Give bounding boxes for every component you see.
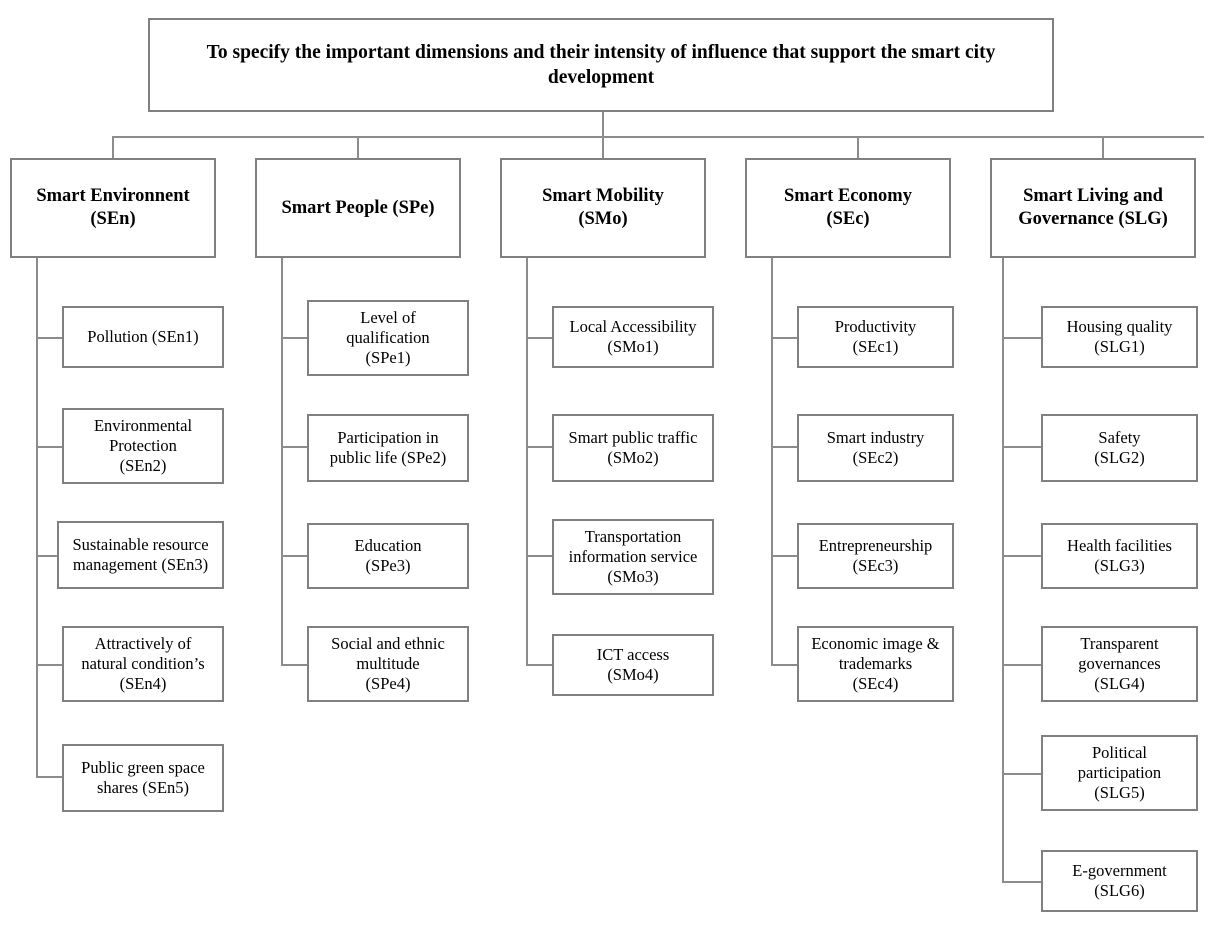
leaf-box-sec1: Productivity (SEc1) xyxy=(797,306,954,368)
leaf-box-smo2: Smart public traffic (SMo2) xyxy=(552,414,714,482)
stub-smo1 xyxy=(526,337,554,339)
leaf-label-sec2: Smart industry (SEc2) xyxy=(826,427,925,467)
stub-slg2 xyxy=(1002,446,1043,448)
leaf-box-smo4: ICT access (SMo4) xyxy=(552,634,714,696)
leaf-box-sen1: Pollution (SEn1) xyxy=(62,306,224,368)
leaf-box-sen3: Sustainable resource management (SEn3) xyxy=(57,521,224,589)
category-box-slg: Smart Living and Governance (SLG) xyxy=(990,158,1196,258)
stub-sen3 xyxy=(36,555,64,557)
connector-distribution-bus xyxy=(112,136,1204,138)
leaf-label-sen5: Public green space shares (SEn5) xyxy=(81,757,205,797)
leaf-box-smo1: Local Accessibility (SMo1) xyxy=(552,306,714,368)
leaf-box-sec3: Entrepreneurship (SEc3) xyxy=(797,523,954,589)
leaf-box-sec2: Smart industry (SEc2) xyxy=(797,414,954,482)
leaf-label-sen2: Environmental Protection (SEn2) xyxy=(93,415,193,476)
spine-sec xyxy=(771,258,773,666)
stub-spe1 xyxy=(281,337,309,339)
connector-drop-smo xyxy=(602,136,604,158)
stub-slg6 xyxy=(1002,881,1043,883)
leaf-box-slg4: Transparent governances (SLG4) xyxy=(1041,626,1198,702)
leaf-label-sec3: Entrepreneurship (SEc3) xyxy=(818,535,933,575)
stub-smo4 xyxy=(526,664,554,666)
leaf-label-spe2: Participation in public life (SPe2) xyxy=(329,427,447,467)
leaf-box-sen5: Public green space shares (SEn5) xyxy=(62,744,224,812)
stub-sen1 xyxy=(36,337,64,339)
leaf-label-smo1: Local Accessibility (SMo1) xyxy=(569,316,697,356)
category-box-sen: Smart Environnent (SEn) xyxy=(10,158,216,258)
stub-sen4 xyxy=(36,664,64,666)
leaf-label-slg4: Transparent governances (SLG4) xyxy=(1078,633,1161,694)
leaf-label-sen1: Pollution (SEn1) xyxy=(87,326,199,346)
leaf-label-spe1: Level of qualification (SPe1) xyxy=(346,307,430,368)
leaf-box-slg3: Health facilities (SLG3) xyxy=(1041,523,1198,589)
leaf-box-spe2: Participation in public life (SPe2) xyxy=(307,414,469,482)
leaf-label-smo3: Transportation information service (SMo3… xyxy=(568,526,698,587)
spine-spe xyxy=(281,258,283,666)
leaf-box-sen2: Environmental Protection (SEn2) xyxy=(62,408,224,484)
connector-drop-slg xyxy=(1102,136,1104,158)
category-label-sec: Smart Economy (SEc) xyxy=(784,186,912,229)
leaf-label-sec1: Productivity (SEc1) xyxy=(834,316,917,356)
leaf-label-slg6: E-government (SLG6) xyxy=(1072,860,1167,900)
category-box-sec: Smart Economy (SEc) xyxy=(745,158,951,258)
connector-drop-sen xyxy=(112,136,114,158)
leaf-box-slg1: Housing quality (SLG1) xyxy=(1041,306,1198,368)
leaf-label-spe4: Social and ethnic multitude (SPe4) xyxy=(331,633,445,694)
spine-slg xyxy=(1002,258,1004,883)
stub-sen5 xyxy=(36,776,64,778)
leaf-box-sec4: Economic image & trademarks (SEc4) xyxy=(797,626,954,702)
leaf-box-slg6: E-government (SLG6) xyxy=(1041,850,1198,912)
stub-slg1 xyxy=(1002,337,1043,339)
leaf-box-spe3: Education (SPe3) xyxy=(307,523,469,589)
connector-drop-spe xyxy=(357,136,359,158)
stub-sen2 xyxy=(36,446,64,448)
leaf-box-sen4: Attractively of natural condition’s (SEn… xyxy=(62,626,224,702)
stub-slg4 xyxy=(1002,664,1043,666)
stub-sec3 xyxy=(771,555,799,557)
category-box-smo: Smart Mobility (SMo) xyxy=(500,158,706,258)
leaf-label-slg3: Health facilities (SLG3) xyxy=(1067,535,1172,575)
leaf-box-spe4: Social and ethnic multitude (SPe4) xyxy=(307,626,469,702)
leaf-label-spe3: Education (SPe3) xyxy=(354,535,422,575)
connector-root-stem xyxy=(602,112,604,138)
leaf-label-sec4: Economic image & trademarks (SEc4) xyxy=(811,633,940,694)
category-label-spe: Smart People (SPe) xyxy=(281,197,435,218)
stub-sec1 xyxy=(771,337,799,339)
leaf-label-smo2: Smart public traffic (SMo2) xyxy=(568,427,698,467)
leaf-label-sen4: Attractively of natural condition’s (SEn… xyxy=(81,633,205,694)
root-objective-box: To specify the important dimensions and … xyxy=(148,18,1054,112)
stub-sec2 xyxy=(771,446,799,448)
leaf-box-spe1: Level of qualification (SPe1) xyxy=(307,300,469,376)
leaf-label-slg5: Political participation (SLG5) xyxy=(1077,742,1162,803)
leaf-label-slg2: Safety (SLG2) xyxy=(1094,427,1145,467)
stub-spe4 xyxy=(281,664,309,666)
root-objective-label: To specify the important dimensions and … xyxy=(206,41,996,88)
stub-spe3 xyxy=(281,555,309,557)
leaf-box-slg5: Political participation (SLG5) xyxy=(1041,735,1198,811)
leaf-label-slg1: Housing quality (SLG1) xyxy=(1066,316,1173,356)
stub-slg3 xyxy=(1002,555,1043,557)
category-label-smo: Smart Mobility (SMo) xyxy=(542,186,664,229)
spine-smo xyxy=(526,258,528,666)
leaf-label-smo4: ICT access (SMo4) xyxy=(596,644,670,684)
stub-sec4 xyxy=(771,664,799,666)
leaf-label-sen3: Sustainable resource management (SEn3) xyxy=(72,534,209,574)
category-label-sen: Smart Environnent (SEn) xyxy=(36,186,190,229)
stub-slg5 xyxy=(1002,773,1043,775)
category-label-slg: Smart Living and Governance (SLG) xyxy=(1018,186,1168,229)
spine-sen xyxy=(36,258,38,778)
connector-drop-sec xyxy=(857,136,859,158)
stub-spe2 xyxy=(281,446,309,448)
category-box-spe: Smart People (SPe) xyxy=(255,158,461,258)
leaf-box-smo3: Transportation information service (SMo3… xyxy=(552,519,714,595)
stub-smo2 xyxy=(526,446,554,448)
leaf-box-slg2: Safety (SLG2) xyxy=(1041,414,1198,482)
stub-smo3 xyxy=(526,555,554,557)
